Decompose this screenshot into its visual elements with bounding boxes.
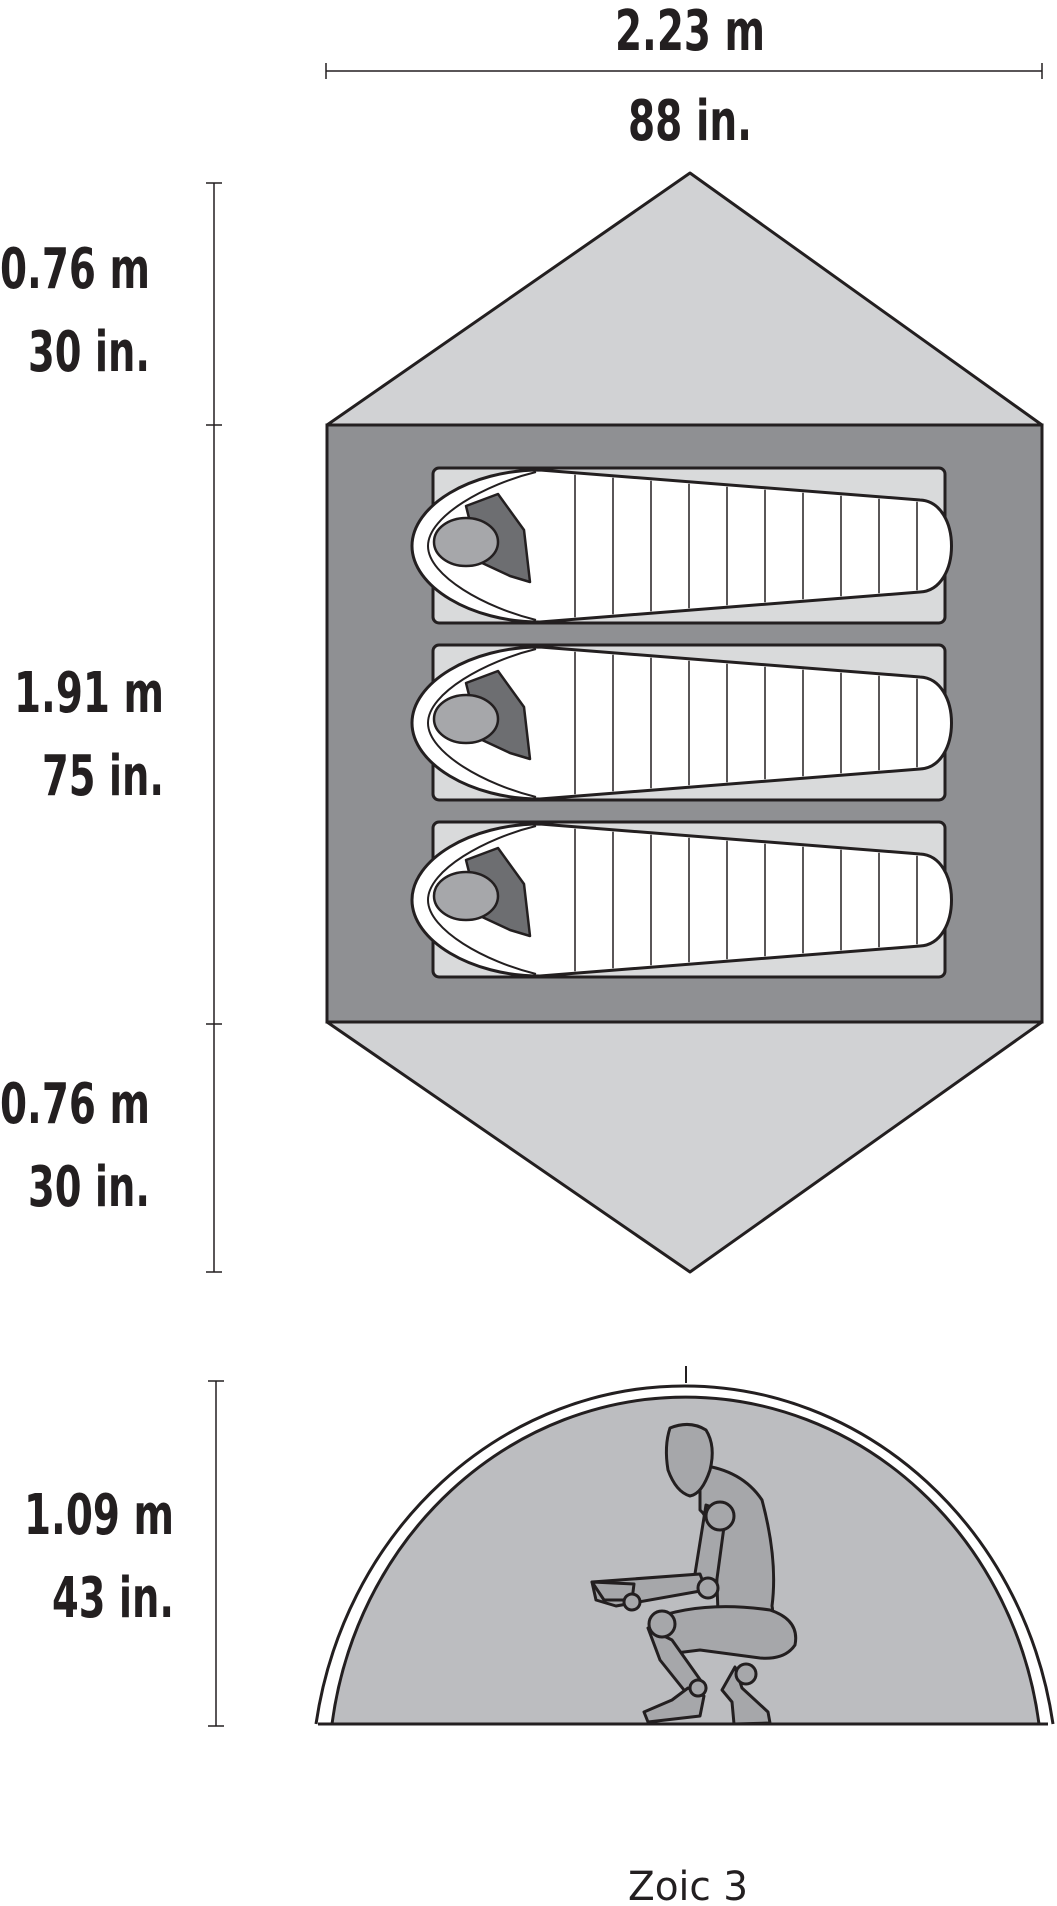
sleeper-2 [410, 643, 953, 802]
width-dimension: 2.23 m 88 in. [325, 0, 1043, 154]
rear-vestibule [325, 1020, 1044, 1274]
sleeping-bag [410, 645, 953, 801]
bag-hood [426, 825, 537, 975]
height-imperial-label: 43 in. [52, 1566, 174, 1631]
sleeper-head [432, 870, 500, 922]
crouching-person-figure [590, 1423, 798, 1726]
vestibule-rear-imperial-label: 30 in. [28, 1155, 150, 1220]
sleeper-head [432, 516, 500, 568]
vestibule-rear-metric-label: 0.76 m [0, 1072, 150, 1137]
back-foot [720, 1665, 772, 1726]
height-dimension: 1.09 m 43 in. [24, 1380, 224, 1727]
bag-hood [426, 471, 537, 621]
width-metric-label: 2.23 m [615, 0, 765, 64]
sleeper-head [432, 693, 500, 745]
knee-joint [647, 1609, 677, 1639]
body-length-imperial-label: 75 in. [42, 744, 164, 809]
back-knee-joint [734, 1662, 758, 1686]
vestibule-front-metric-label: 0.76 m [0, 237, 150, 302]
elbow-joint [696, 1576, 720, 1600]
sleeping-bags [410, 466, 953, 979]
front-foot [642, 1686, 706, 1724]
model-caption: Zoic 3 [628, 1864, 748, 1906]
sleeper-3 [410, 820, 953, 979]
bag-hood [426, 648, 537, 798]
vestibule-front-imperial-label: 30 in. [28, 320, 150, 385]
side-elevation [314, 1366, 1055, 1726]
wrist-joint [622, 1592, 642, 1612]
outer-pole-arc [314, 1384, 1055, 1725]
body-length-metric-label: 1.91 m [14, 661, 164, 726]
front-vestibule [325, 171, 1044, 427]
head [664, 1423, 714, 1498]
tent-body-profile [330, 1395, 1041, 1726]
ankle-joint [688, 1678, 708, 1698]
sleeping-bag [410, 822, 953, 978]
length-dimension: 0.76 m 30 in. 1.91 m 75 in. 0.76 m 30 in… [0, 182, 222, 1273]
thigh [648, 1605, 798, 1660]
shoulder-joint [704, 1500, 736, 1532]
sleeper-1 [410, 466, 953, 625]
sleeping-bag [410, 468, 953, 624]
width-imperial-label: 88 in. [628, 89, 752, 154]
height-metric-label: 1.09 m [24, 1483, 174, 1548]
floor-plan [325, 171, 1044, 1274]
